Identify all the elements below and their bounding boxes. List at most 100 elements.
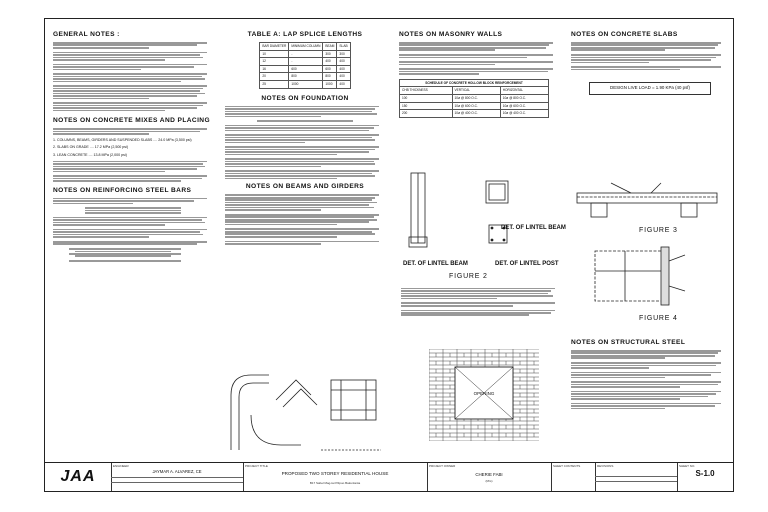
lintel-beam-label-1: DET. OF LINTEL BEAM: [501, 225, 566, 231]
foundation-heading: NOTES ON FOUNDATION: [261, 94, 349, 102]
lap-cell: 1000: [288, 79, 324, 89]
masonry-heading: NOTES ON MASONRY WALLS: [399, 31, 503, 38]
firm-logo: JAA: [60, 468, 96, 485]
slab-corner-detail: [594, 246, 686, 306]
lap-header-column: MINIMUM COLUMN: [288, 42, 324, 51]
sheet-number-label: SHEET NO.: [679, 464, 696, 468]
lap-cell: 600: [288, 64, 324, 74]
owner-sub: (Mrs): [485, 479, 493, 483]
slab-section-detail: [576, 182, 718, 218]
chb-cell: 10ø @ 600 O.C.: [499, 101, 550, 111]
chb-cell: 10ø @ 600 O.C.: [451, 101, 501, 111]
lap-cell: 400: [336, 64, 351, 74]
lap-cell: 800: [288, 72, 324, 81]
engineer-name: JAYMAR A. ALVAREZ, CE: [152, 469, 202, 474]
lap-header-beam: BEAM: [322, 42, 338, 51]
lap-cell: 800: [322, 72, 338, 81]
lap-cell: 12: [259, 57, 290, 66]
owner-name: CHERIE FABI: [475, 472, 503, 477]
sheet-number-cell: SHEET NO. S-1.0: [677, 463, 733, 491]
structural-steel-heading: NOTES ON STRUCTURAL STEEL: [571, 339, 686, 346]
lap-cell: 16: [259, 64, 290, 74]
lap-cell: 600: [322, 64, 338, 74]
rebar-hook-details: [230, 374, 381, 451]
project-title: PROPOSED TWO STOREY RESIDENTIAL HOUSE: [281, 471, 389, 476]
chb-header-thickness: CHB THICKNESS: [399, 86, 453, 95]
lap-cell: 400: [336, 72, 351, 81]
general-notes-heading: GENERAL NOTES :: [53, 31, 120, 38]
lap-cell: -: [288, 49, 324, 59]
chb-header-horizontal: HORIZONTAL: [499, 86, 550, 95]
chb-cell: 10ø @ 400 O.C.: [451, 109, 501, 118]
opening-label: OPENING: [474, 391, 495, 396]
owner-cell: PROJECT OWNER CHERIE FABI (Mrs): [427, 463, 552, 491]
slabs-text: [571, 42, 727, 71]
figure-3-label: FIGURE 3: [639, 227, 678, 234]
column-splice-foundation: TABLE A: LAP SPLICE LENGTHS BAR DIAMETER…: [225, 29, 385, 245]
logo-cell: JAA: [45, 463, 112, 491]
concrete-slabs-heading: NOTES ON CONCRETE SLABS: [571, 31, 678, 38]
figure-4-label: FIGURE 4: [639, 315, 678, 322]
lintel-opening-detail: OPENING: [429, 349, 539, 441]
drawing-sheet: GENERAL NOTES : NOTES ON CONCRETE MIXES …: [44, 18, 734, 492]
beams-girders-heading: NOTES ON BEAMS AND GIRDERS: [245, 183, 365, 191]
sheet-contents-cell: SHEET CONTENTS: [551, 463, 596, 491]
general-notes-text: [53, 42, 213, 112]
chb-reinforcement-table: SCHEDULE OF CONCRETE HOLLOW BLOCK REINFO…: [399, 78, 550, 118]
mix-line-1: 1. COLUMNS, BEAMS, GIRDERS AND SUSPENDED…: [53, 137, 192, 142]
lap-cell: 400: [336, 79, 351, 89]
lap-header-bar: BAR DIAMETER: [259, 42, 290, 51]
lap-cell: 300: [336, 49, 351, 59]
lintel-notes: [401, 287, 561, 317]
reinforcing-bars-text: [53, 197, 213, 262]
chb-cell: 100: [399, 93, 453, 103]
owner-label: PROJECT OWNER: [429, 464, 456, 468]
lintel-beam-label-2: DET. OF LINTEL BEAM: [403, 261, 468, 267]
chb-cell: 10ø @ 400 O.C.: [499, 109, 550, 118]
engineer-cell: ENGINEER JAYMAR A. ALVAREZ, CE: [111, 463, 244, 491]
lap-splice-table: BAR DIAMETER MINIMUM COLUMN BEAM SLAB 10…: [259, 42, 351, 89]
chb-cell: 150: [399, 101, 453, 111]
lap-cell: 400: [322, 57, 338, 66]
figure-2-label: FIGURE 2: [449, 273, 488, 280]
foundation-text: [225, 105, 385, 180]
lap-cell: 400: [336, 57, 351, 66]
lap-cell: 10: [259, 49, 290, 59]
lap-cell: -: [288, 57, 324, 66]
mix-line-3: 3. LEAN CONCRETE .... 13.8 MPa (2,000 ps…: [53, 153, 127, 158]
revisions-cell: REVISIONS: [595, 463, 678, 491]
project-label: PROJECT TITLE: [245, 464, 268, 468]
chb-cell: 10ø @ 800 O.C.: [499, 93, 550, 103]
project-cell: PROJECT TITLE PROPOSED TWO STOREY RESIDE…: [243, 463, 428, 491]
column-structural-steel: NOTES ON STRUCTURAL STEEL: [571, 337, 727, 410]
lap-splice-heading: TABLE A: LAP SPLICE LENGTHS: [247, 31, 363, 38]
column-slabs-steel: NOTES ON CONCRETE SLABS DESIGN LIVE LOAD…: [571, 29, 727, 95]
chb-cell: 200: [399, 109, 453, 118]
column-masonry: NOTES ON MASONRY WALLS SCHEDULE OF CONCR…: [399, 29, 559, 118]
reinforcing-bars-heading: NOTES ON REINFORCING STEEL BARS: [53, 186, 192, 194]
concrete-mixes-notes: [53, 160, 213, 182]
chb-header-vertical: VERTICAL: [451, 86, 501, 95]
title-block: JAA ENGINEER JAYMAR A. ALVAREZ, CE PROJE…: [45, 462, 733, 491]
concrete-mixes-heading: NOTES ON CONCRETE MIXES AND PLACING: [53, 117, 210, 125]
beams-girders-text: [225, 194, 385, 245]
design-live-load-box: DESIGN LIVE LOAD = 1.90 KPa (40 psf): [589, 82, 711, 95]
lap-header-slab: SLAB: [336, 42, 351, 51]
column-general-notes: GENERAL NOTES : NOTES ON CONCRETE MIXES …: [53, 29, 213, 263]
sheet-contents-label: SHEET CONTENTS: [553, 464, 581, 468]
lap-cell: 1000: [322, 79, 338, 89]
mix-line-2: 2. SLABS ON GRADE .... 17.2 MPa (2,500 p…: [53, 145, 129, 150]
revisions-label: REVISIONS: [597, 464, 614, 468]
concrete-mixes-intro: [53, 128, 213, 135]
lap-cell: 25: [259, 79, 290, 89]
project-location: B17 Sabel Mag-tai Pilipuo Bakunlanta: [309, 481, 361, 485]
chb-cell: 10ø @ 800 O.C.: [451, 93, 501, 103]
structural-steel-text: [571, 350, 727, 410]
lap-cell: 300: [322, 49, 338, 59]
chb-table-title: SCHEDULE OF CONCRETE HOLLOW BLOCK REINFO…: [399, 78, 549, 88]
engineer-label: ENGINEER: [113, 464, 129, 468]
lintel-post-label: DET. OF LINTEL POST: [495, 261, 559, 267]
lintel-details: [408, 172, 509, 248]
masonry-text: [399, 42, 559, 75]
sheet-number: S-1.0: [695, 469, 715, 478]
